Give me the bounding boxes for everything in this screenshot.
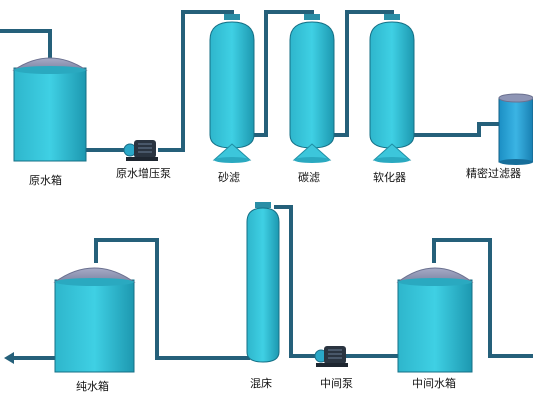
pipe-softener-to-precision — [412, 122, 499, 137]
sand-filter-vessel — [209, 14, 255, 163]
mixed-bed-column — [246, 202, 280, 363]
carbon-filter-label: 碳滤 — [298, 171, 320, 184]
softener-label: 软化器 — [373, 171, 406, 184]
pipe-network — [0, 10, 533, 360]
precision-filter-label: 精密过滤器 — [466, 167, 521, 180]
middle-tank-label: 中间水箱 — [412, 377, 456, 390]
pipe-pump-to-mixed-bed — [274, 205, 316, 358]
middle-water-tank — [396, 267, 474, 373]
pure-tank-label: 纯水箱 — [76, 380, 109, 393]
carbon-filter-vessel — [289, 14, 335, 163]
booster-pump-label: 原水增压泵 — [116, 167, 171, 180]
pipe-inlet-raw-tank — [0, 29, 52, 60]
mixed-bed-label: 混床 — [250, 377, 272, 390]
pipe-to-middle-tank — [432, 238, 533, 358]
raw-tank-label: 原水箱 — [29, 174, 62, 187]
middle-pump-icon — [314, 346, 348, 367]
booster-pump-icon — [123, 140, 158, 161]
pipe-mixed-bed-to-pure-tank — [94, 238, 250, 360]
softener-vessel — [369, 14, 415, 163]
pure-water-tank — [53, 267, 136, 373]
precision-filter-vessel — [498, 93, 533, 165]
middle-pump-label: 中间泵 — [320, 377, 353, 390]
outlet-arrow-icon — [4, 352, 14, 364]
raw-water-tank — [12, 57, 88, 162]
sand-filter-label: 砂滤 — [218, 171, 240, 184]
